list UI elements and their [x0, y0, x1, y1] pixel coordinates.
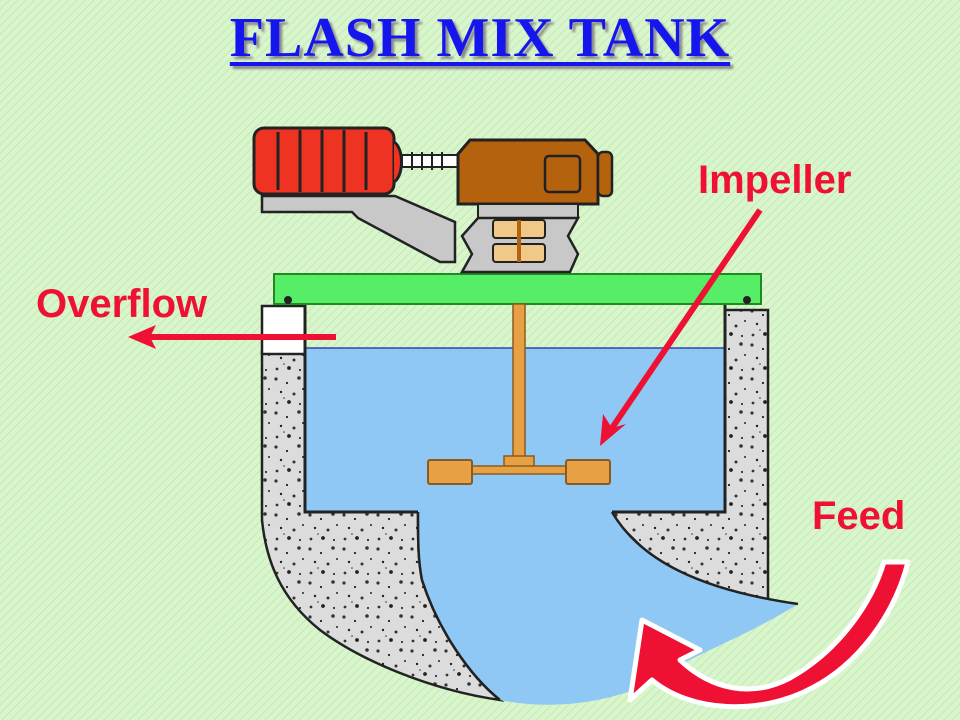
impeller-pointer-arrow-icon — [600, 208, 763, 446]
cover-plate — [273, 273, 762, 305]
page-title: FLASH MIX TANK — [229, 7, 731, 69]
bolt — [284, 296, 292, 304]
coupling-shaft — [401, 152, 459, 170]
feed-pipe-water — [418, 512, 798, 705]
gearbox-icon — [456, 138, 614, 274]
feed-pipe-walls — [416, 511, 799, 701]
tank-walls — [303, 300, 727, 514]
impeller-label: Impeller — [698, 158, 852, 202]
feed-arrow-icon — [627, 559, 911, 710]
overflow-label: Overflow — [36, 282, 208, 326]
motor-bracket — [260, 194, 457, 264]
bolt — [743, 296, 751, 304]
impeller-icon — [427, 303, 611, 485]
motor-icon — [252, 126, 403, 196]
overflow-channel — [260, 304, 307, 356]
overflow-arrow-icon — [128, 325, 336, 349]
feed-label: Feed — [812, 494, 906, 538]
